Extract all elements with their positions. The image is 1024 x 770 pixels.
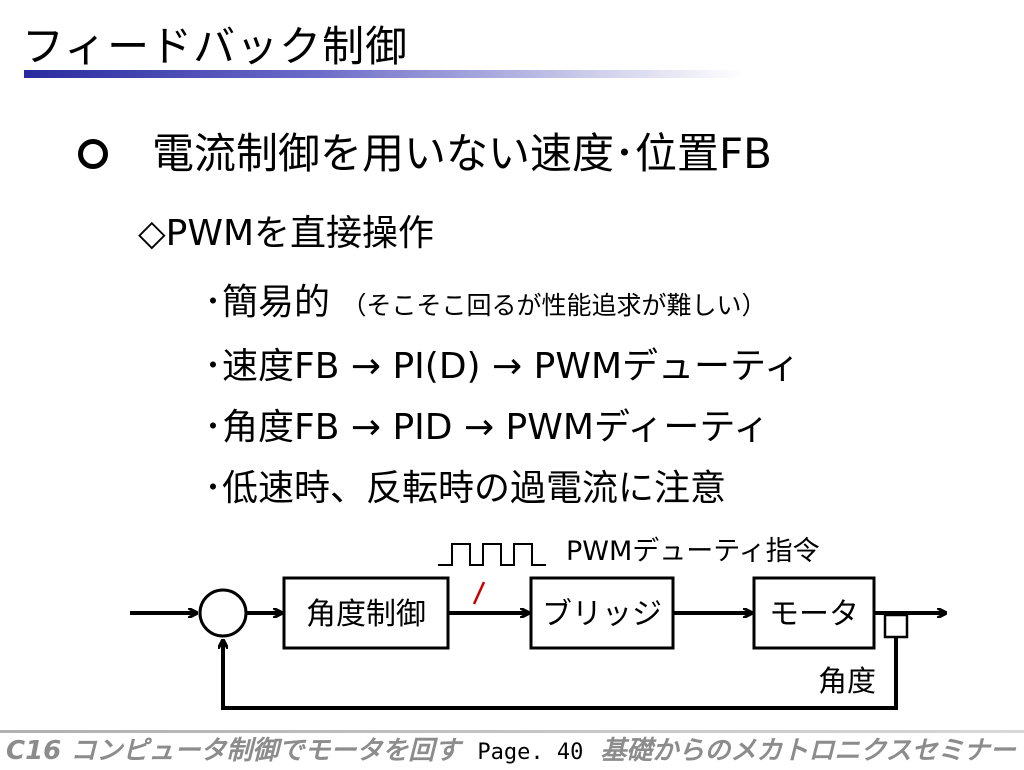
angle-control-label: 角度制御 <box>306 597 426 632</box>
circle-bullet-icon <box>78 139 108 169</box>
motor-block <box>752 576 876 650</box>
title-underline <box>24 70 744 78</box>
bullet-item: ･簡易的 （そこそこ回るが性能追求が難しい） <box>204 272 800 336</box>
main-heading-text: 電流制御を用いない速度･位置FB <box>152 129 772 178</box>
angle-control-block <box>282 576 450 650</box>
bullet-text: ･角度FB → PID → PWMディーティ <box>204 407 770 448</box>
angle-sensor <box>883 613 909 639</box>
pwm-waveform-icon <box>438 543 546 566</box>
bullet-text: ･低速時、反転時の過電流に注意 <box>204 468 727 509</box>
bullet-note: （そこそこ回るが性能追求が難しい） <box>341 291 767 320</box>
bullet-list: ･簡易的 （そこそこ回るが性能追求が難しい） ･速度FB → PI(D) → P… <box>204 272 800 519</box>
footer-divider <box>0 730 1024 733</box>
pwm-command-label: PWMデューティ指令 <box>566 536 820 567</box>
bullet-item: ･速度FB → PI(D) → PWMデューティ <box>204 336 800 397</box>
sub-heading: ◇PWMを直接操作 <box>138 213 435 254</box>
bullet-item: ･低速時、反転時の過電流に注意 <box>204 458 800 519</box>
bridge-label: ブリッジ <box>542 597 662 632</box>
bullet-item: ･角度FB → PID → PWMディーティ <box>204 397 800 458</box>
main-heading: 電流制御を用いない速度･位置FB <box>78 126 772 182</box>
output-angle-label: 角度 <box>818 664 876 698</box>
footer-seminar: 基礎からのメカトロニクスセミナー <box>600 736 1016 766</box>
footer: C16 コンピュータ制御でモータを回す Page. 40 基礎からのメカトロニク… <box>6 734 1016 770</box>
footer-course: C16 コンピュータ制御でモータを回す <box>6 736 461 766</box>
page-number: Page. 40 <box>477 740 584 765</box>
feedback-path <box>223 637 898 710</box>
motor-label: モータ <box>769 597 859 632</box>
summing-junction <box>198 588 248 638</box>
bullet-text: ･簡易的 <box>204 282 331 323</box>
pwm-slash <box>472 581 486 605</box>
slide-title: フィードバック制御 <box>22 22 409 71</box>
bullet-text: ･速度FB → PI(D) → PWMデューティ <box>204 346 800 387</box>
